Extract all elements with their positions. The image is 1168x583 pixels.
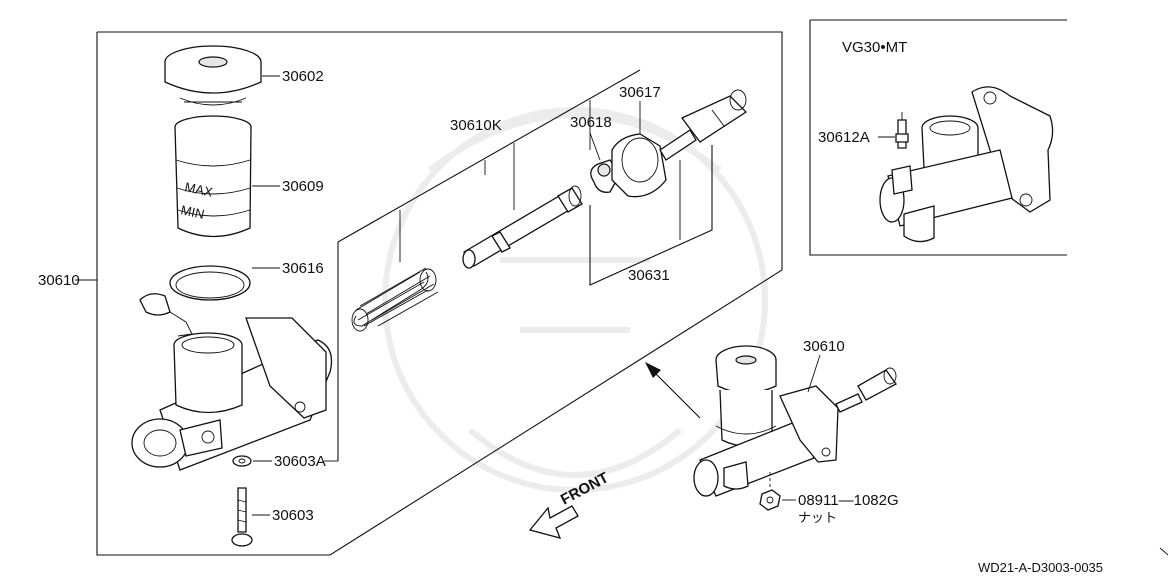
watermark-emblem (382, 107, 768, 493)
bleeder-screw-part (895, 112, 909, 149)
overview-arrow (645, 362, 701, 419)
master-cylinder-body-part (131, 317, 333, 471)
label-30610-main: 30610 (38, 272, 80, 289)
reservoir-min-mark: MIN (179, 202, 205, 222)
reservoir-band-part (139, 265, 251, 337)
leader-30618 (589, 132, 601, 161)
bolt-part (231, 487, 253, 547)
piston-part (462, 185, 583, 269)
leader-30610-small (807, 354, 821, 393)
label-30617: 30617 (619, 84, 661, 101)
label-30609: 30609 (282, 178, 324, 195)
label-30602: 30602 (282, 68, 324, 85)
corner-mark (1159, 547, 1168, 556)
label-30631: 30631 (628, 267, 670, 284)
label-08911: 08911—1082G (798, 492, 899, 509)
main-frame (96, 31, 783, 556)
label-30610-small: 30610 (803, 338, 845, 355)
inset-master-cylinder-part (879, 86, 1054, 243)
inset-frame (809, 19, 1067, 256)
label-30616: 30616 (282, 260, 324, 277)
footer-code: WD21-A-D3003-0035 (978, 560, 1103, 575)
label-30603A: 30603A (274, 453, 326, 470)
washer-part (232, 455, 252, 467)
reservoir-cap-part (164, 45, 262, 106)
inset-title: VG30•MT (842, 39, 907, 56)
label-30610K: 30610K (450, 117, 502, 134)
dust-cover-30617-part (611, 133, 667, 198)
push-rod-part (659, 89, 748, 161)
label-30612A: 30612A (818, 129, 870, 146)
reservoir-max-mark: MAX (183, 179, 214, 200)
label-30603: 30603 (272, 507, 314, 524)
nut-part (759, 489, 781, 511)
bracket-30631 (589, 145, 713, 286)
label-30618: 30618 (570, 114, 612, 131)
return-spring-part (351, 267, 439, 332)
front-direction-arrow (528, 505, 579, 539)
label-nut: ナット (798, 510, 837, 525)
piston-kit-bracket (337, 69, 641, 461)
reservoir-tank-part (174, 115, 252, 238)
overview-assembly-part (693, 345, 897, 497)
